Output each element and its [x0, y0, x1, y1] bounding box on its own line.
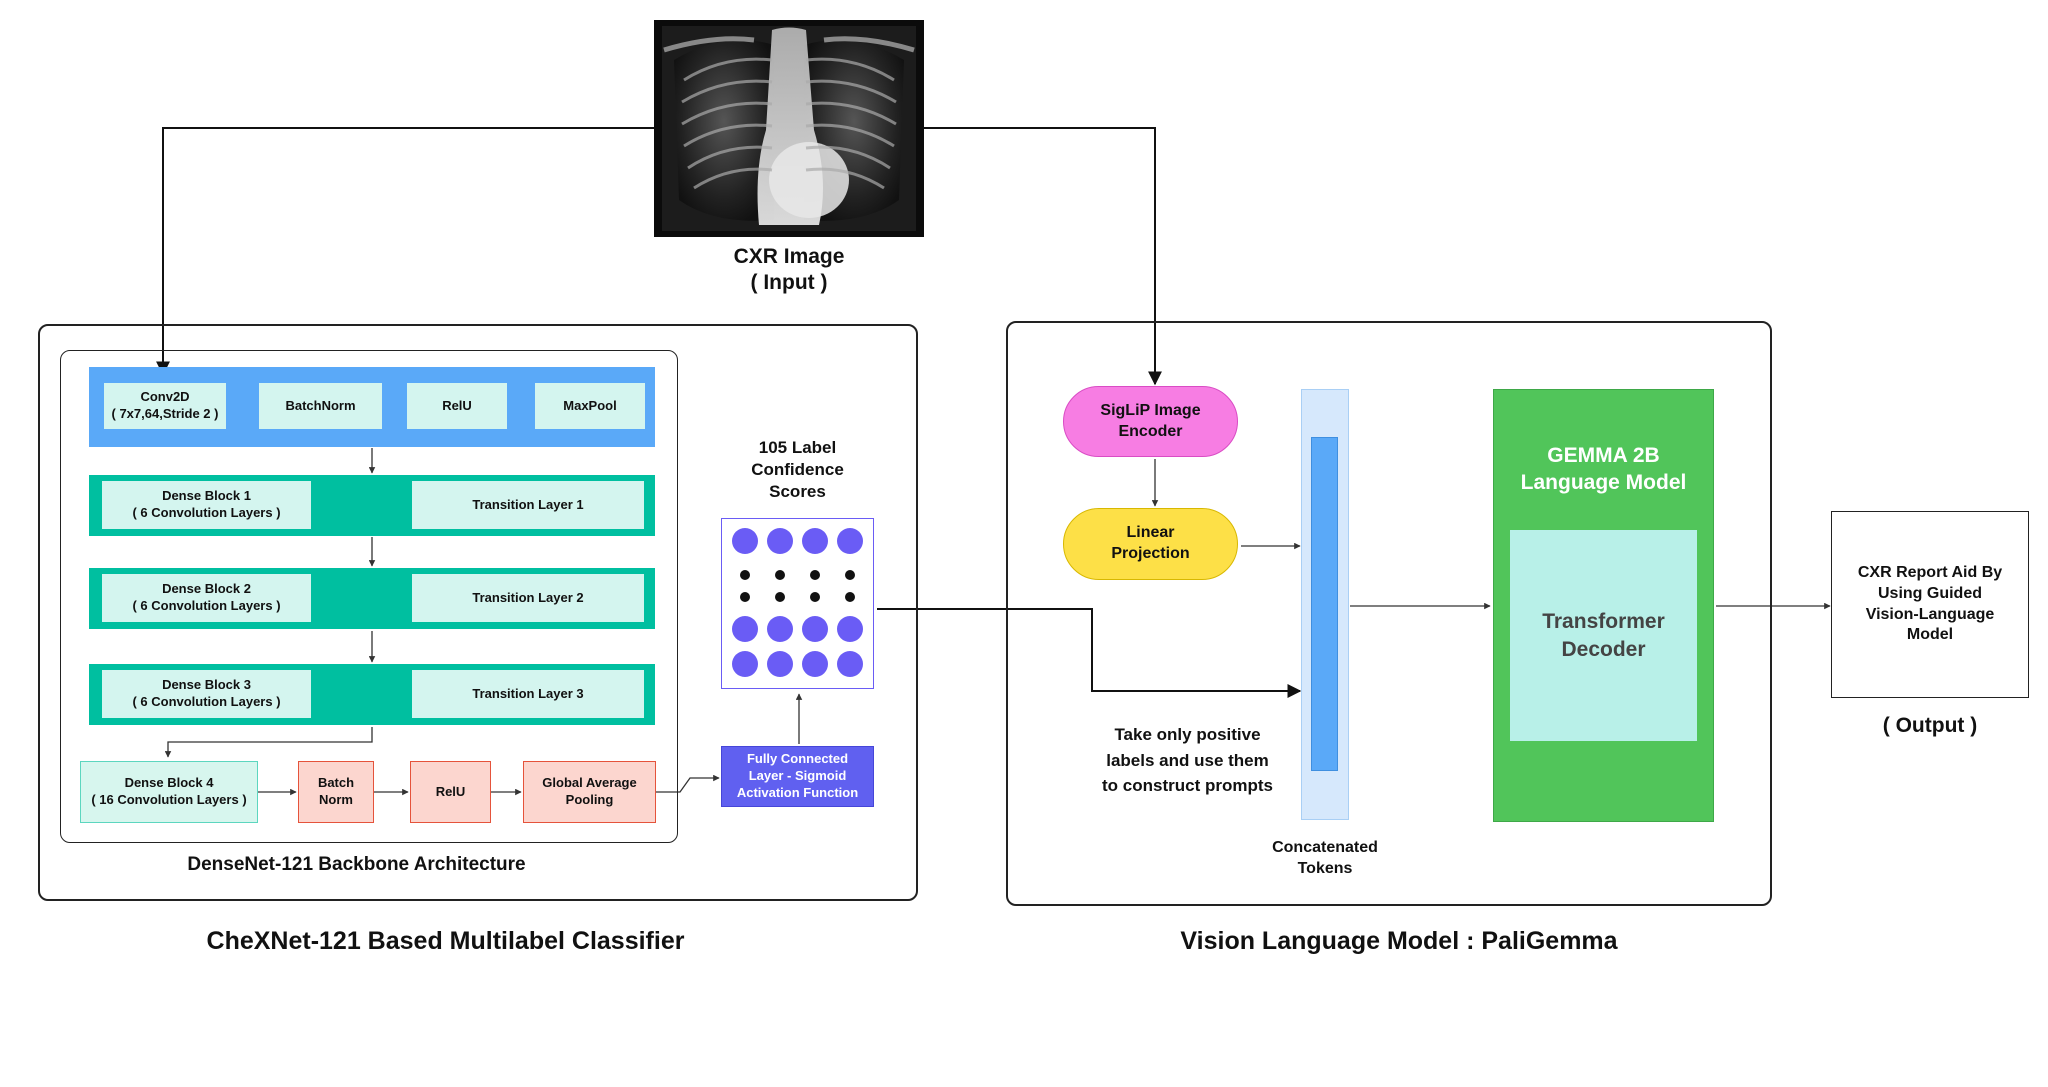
- siglip-line1: SigLiP Image: [1100, 401, 1201, 419]
- tokens-line2: Tokens: [1297, 859, 1353, 877]
- dense-block-4-sub: ( 16 Convolution Layers ): [91, 792, 247, 807]
- dense-block-2: Dense Block 2 ( 6 Convolution Layers ): [102, 574, 311, 622]
- transition-layer-3: Transition Layer 3: [412, 670, 644, 718]
- tokens-label: Concatenated Tokens: [1245, 838, 1405, 880]
- final-relu-label: RelU: [435, 783, 466, 799]
- projection-line2: Projection: [1111, 545, 1190, 562]
- vlm-caption: Vision Language Model : PaliGemma: [1180, 927, 1618, 955]
- siglip-encoder: SigLiP Image Encoder: [1063, 386, 1238, 457]
- scores-line3: Scores: [769, 482, 826, 502]
- dense-block-1-sub: ( 6 Convolution Layers ): [132, 505, 281, 520]
- conv2d-params: ( 7x7,64,Stride 2 ): [111, 406, 219, 421]
- final-batchnorm-line1: Batch: [317, 775, 355, 791]
- classifier-caption: CheXNet-121 Based Multilabel Classifier: [206, 927, 685, 955]
- siglip-line2: Encoder: [1118, 422, 1183, 440]
- prompt-note-line2: labels and use them: [1106, 750, 1269, 770]
- gemma-line2: Language Model: [1520, 471, 1687, 495]
- stem-relu-label: RelU: [442, 397, 472, 413]
- gemma-title: GEMMA 2B Language Model: [1493, 442, 1714, 497]
- fc-line2: Layer - Sigmoid: [748, 768, 847, 784]
- prompt-note: Take only positive labels and use them t…: [1070, 722, 1305, 799]
- dense-block-4-title: Dense Block 4: [124, 775, 214, 791]
- final-batchnorm-line2: Norm: [319, 792, 353, 807]
- transition-layer-1-label: Transition Layer 1: [472, 496, 584, 512]
- output-line1: CXR Report Aid By: [1857, 563, 2003, 581]
- gap-line2: Pooling: [565, 792, 614, 807]
- transition-layer-3-label: Transition Layer 3: [472, 685, 584, 701]
- maxpool-box: MaxPool: [535, 383, 645, 429]
- global-average-pooling-box: Global Average Pooling: [523, 761, 656, 823]
- stem-batchnorm-box: BatchNorm: [259, 383, 382, 429]
- backbone-panel: [60, 350, 678, 843]
- dense-block-3: Dense Block 3 ( 6 Convolution Layers ): [102, 670, 311, 718]
- prompt-note-line3: to construct prompts: [1102, 776, 1273, 795]
- tokens-line1: Concatenated: [1272, 839, 1378, 856]
- classifier-panel: [38, 324, 918, 901]
- dense-block-3-sub: ( 6 Convolution Layers ): [132, 694, 281, 709]
- dense-block-1: Dense Block 1 ( 6 Convolution Layers ): [102, 481, 311, 529]
- input-title: CXR Image: [733, 245, 845, 268]
- dense-block-2-sub: ( 6 Convolution Layers ): [132, 598, 281, 613]
- dense-block-1-title: Dense Block 1: [162, 488, 251, 504]
- transition-layer-1: Transition Layer 1: [412, 481, 644, 529]
- vlm-panel: [1006, 321, 1772, 906]
- output-line3: Vision-Language: [1865, 605, 1995, 623]
- output-label: ( Output ): [1882, 714, 1978, 737]
- dense-block-4: Dense Block 4 ( 16 Convolution Layers ): [80, 761, 258, 823]
- input-subtitle: ( Input ): [750, 271, 828, 294]
- prompt-note-line1: Take only positive: [1114, 725, 1261, 744]
- dense-block-3-title: Dense Block 3: [162, 677, 251, 693]
- projection-line1: Linear: [1126, 524, 1175, 542]
- fc-line3: Activation Function: [736, 784, 859, 800]
- final-batchnorm-box: Batch Norm: [298, 761, 374, 823]
- scores-line1: 105 Label: [758, 438, 837, 457]
- decoder-line1: Transformer: [1542, 610, 1665, 634]
- fc-line1: Fully Connected: [746, 751, 849, 767]
- scores-dots-icon: [732, 528, 863, 677]
- decoder-line2: Decoder: [1561, 637, 1646, 661]
- stem-batchnorm-label: BatchNorm: [285, 397, 356, 413]
- final-relu-box: RelU: [410, 761, 491, 823]
- dense-block-2-title: Dense Block 2: [162, 581, 251, 597]
- scores-label: 105 Label Confidence Scores: [710, 437, 885, 503]
- fully-connected-box: Fully Connected Layer - Sigmoid Activati…: [721, 746, 874, 807]
- transformer-decoder: Transformer Decoder: [1510, 530, 1697, 741]
- maxpool-label: MaxPool: [563, 397, 617, 413]
- scores-line2: Confidence: [751, 460, 844, 480]
- transition-layer-2: Transition Layer 2: [412, 574, 644, 622]
- output-box: CXR Report Aid By Using Guided Vision-La…: [1831, 511, 2029, 698]
- confidence-scores-grid: [721, 518, 874, 689]
- token-bar: [1311, 437, 1338, 771]
- output-line2: Using Guided: [1878, 584, 1982, 602]
- gap-line1: Global Average: [542, 775, 637, 791]
- chest-xray-image: [654, 20, 924, 237]
- gemma-line1: GEMMA 2B: [1547, 444, 1660, 467]
- conv2d-box: Conv2D ( 7x7,64,Stride 2 ): [104, 383, 226, 429]
- output-line4: Model: [1906, 626, 1954, 644]
- stem-relu-box: RelU: [407, 383, 507, 429]
- backbone-caption: DenseNet-121 Backbone Architecture: [187, 854, 526, 875]
- transition-layer-2-label: Transition Layer 2: [472, 589, 584, 605]
- linear-projection: Linear Projection: [1063, 508, 1238, 580]
- conv2d-title: Conv2D: [140, 389, 190, 405]
